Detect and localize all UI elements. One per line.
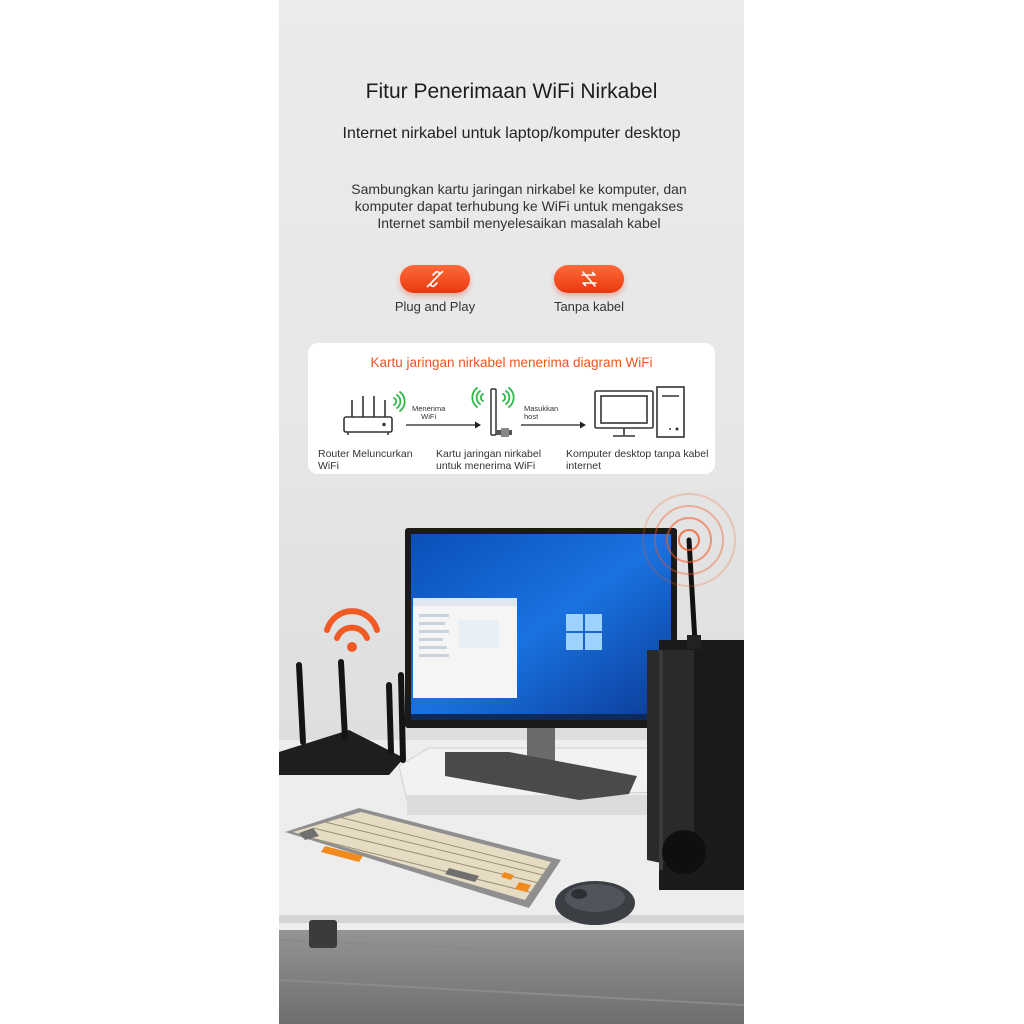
arrow-label-receive: Menerima WiFi [412, 405, 445, 421]
description-line: Sambungkan kartu jaringan nirkabel ke ko… [351, 181, 687, 197]
page-subtitle: Internet nirkabel untuk laptop/komputer … [342, 125, 681, 142]
feature-pill [400, 265, 470, 293]
arrow-label-insert: Masukkan host [524, 405, 558, 421]
feature-pill [554, 265, 624, 293]
desk-setup-illustration [279, 490, 744, 1024]
diagram-title: Kartu jaringan nirkabel menerima diagram… [370, 355, 653, 370]
step-label-line: Komputer desktop tanpa kabel [566, 448, 709, 460]
feature-plug-and-play: Plug and Play [375, 265, 495, 314]
step-label-line: Router Meluncurkan [318, 448, 413, 460]
description-line: komputer dapat terhubung ke WiFi untuk m… [354, 198, 684, 214]
router-icon [343, 391, 406, 435]
step-label-line: internet [566, 460, 602, 472]
no-cable-icon [581, 271, 597, 287]
step-label-router: Router Meluncurkan WiFi [318, 448, 413, 472]
step-label-adapter: Kartu jaringan nirkabel untuk menerima W… [436, 448, 541, 472]
arrow-label-line: Masukkan [524, 404, 559, 413]
plug-icon [426, 270, 444, 288]
description-line: Internet sambil menyelesaikan masalah ka… [377, 215, 661, 231]
arrow-icon [521, 421, 586, 429]
feature-tanpa-kabel: Tanpa kabel [529, 265, 649, 314]
arrow-label-line: host [524, 412, 539, 421]
step-label-line: Kartu jaringan nirkabel [436, 448, 542, 460]
arrow-label-line: Menerima [412, 404, 446, 413]
desktop-computer-icon [594, 386, 685, 438]
wifi-adapter-icon [471, 387, 515, 437]
feature-label: Tanpa kabel [553, 299, 625, 314]
arrow-icon [406, 421, 481, 429]
description: Sambungkan kartu jaringan nirkabel ke ko… [319, 181, 719, 232]
arrow-label-line: WiFi [421, 412, 437, 421]
feature-label: Plug and Play [394, 299, 476, 314]
page-title: Fitur Penerimaan WiFi Nirkabel [365, 80, 658, 103]
wifi-diagram-card: Kartu jaringan nirkabel menerima diagram… [308, 343, 715, 474]
step-label-desktop: Komputer desktop tanpa kabel internet [566, 448, 708, 472]
step-label-line: WiFi [318, 460, 339, 472]
product-panel: Fitur Penerimaan WiFi Nirkabel Internet … [279, 0, 744, 1024]
step-label-line: untuk menerima WiFi [436, 460, 536, 472]
